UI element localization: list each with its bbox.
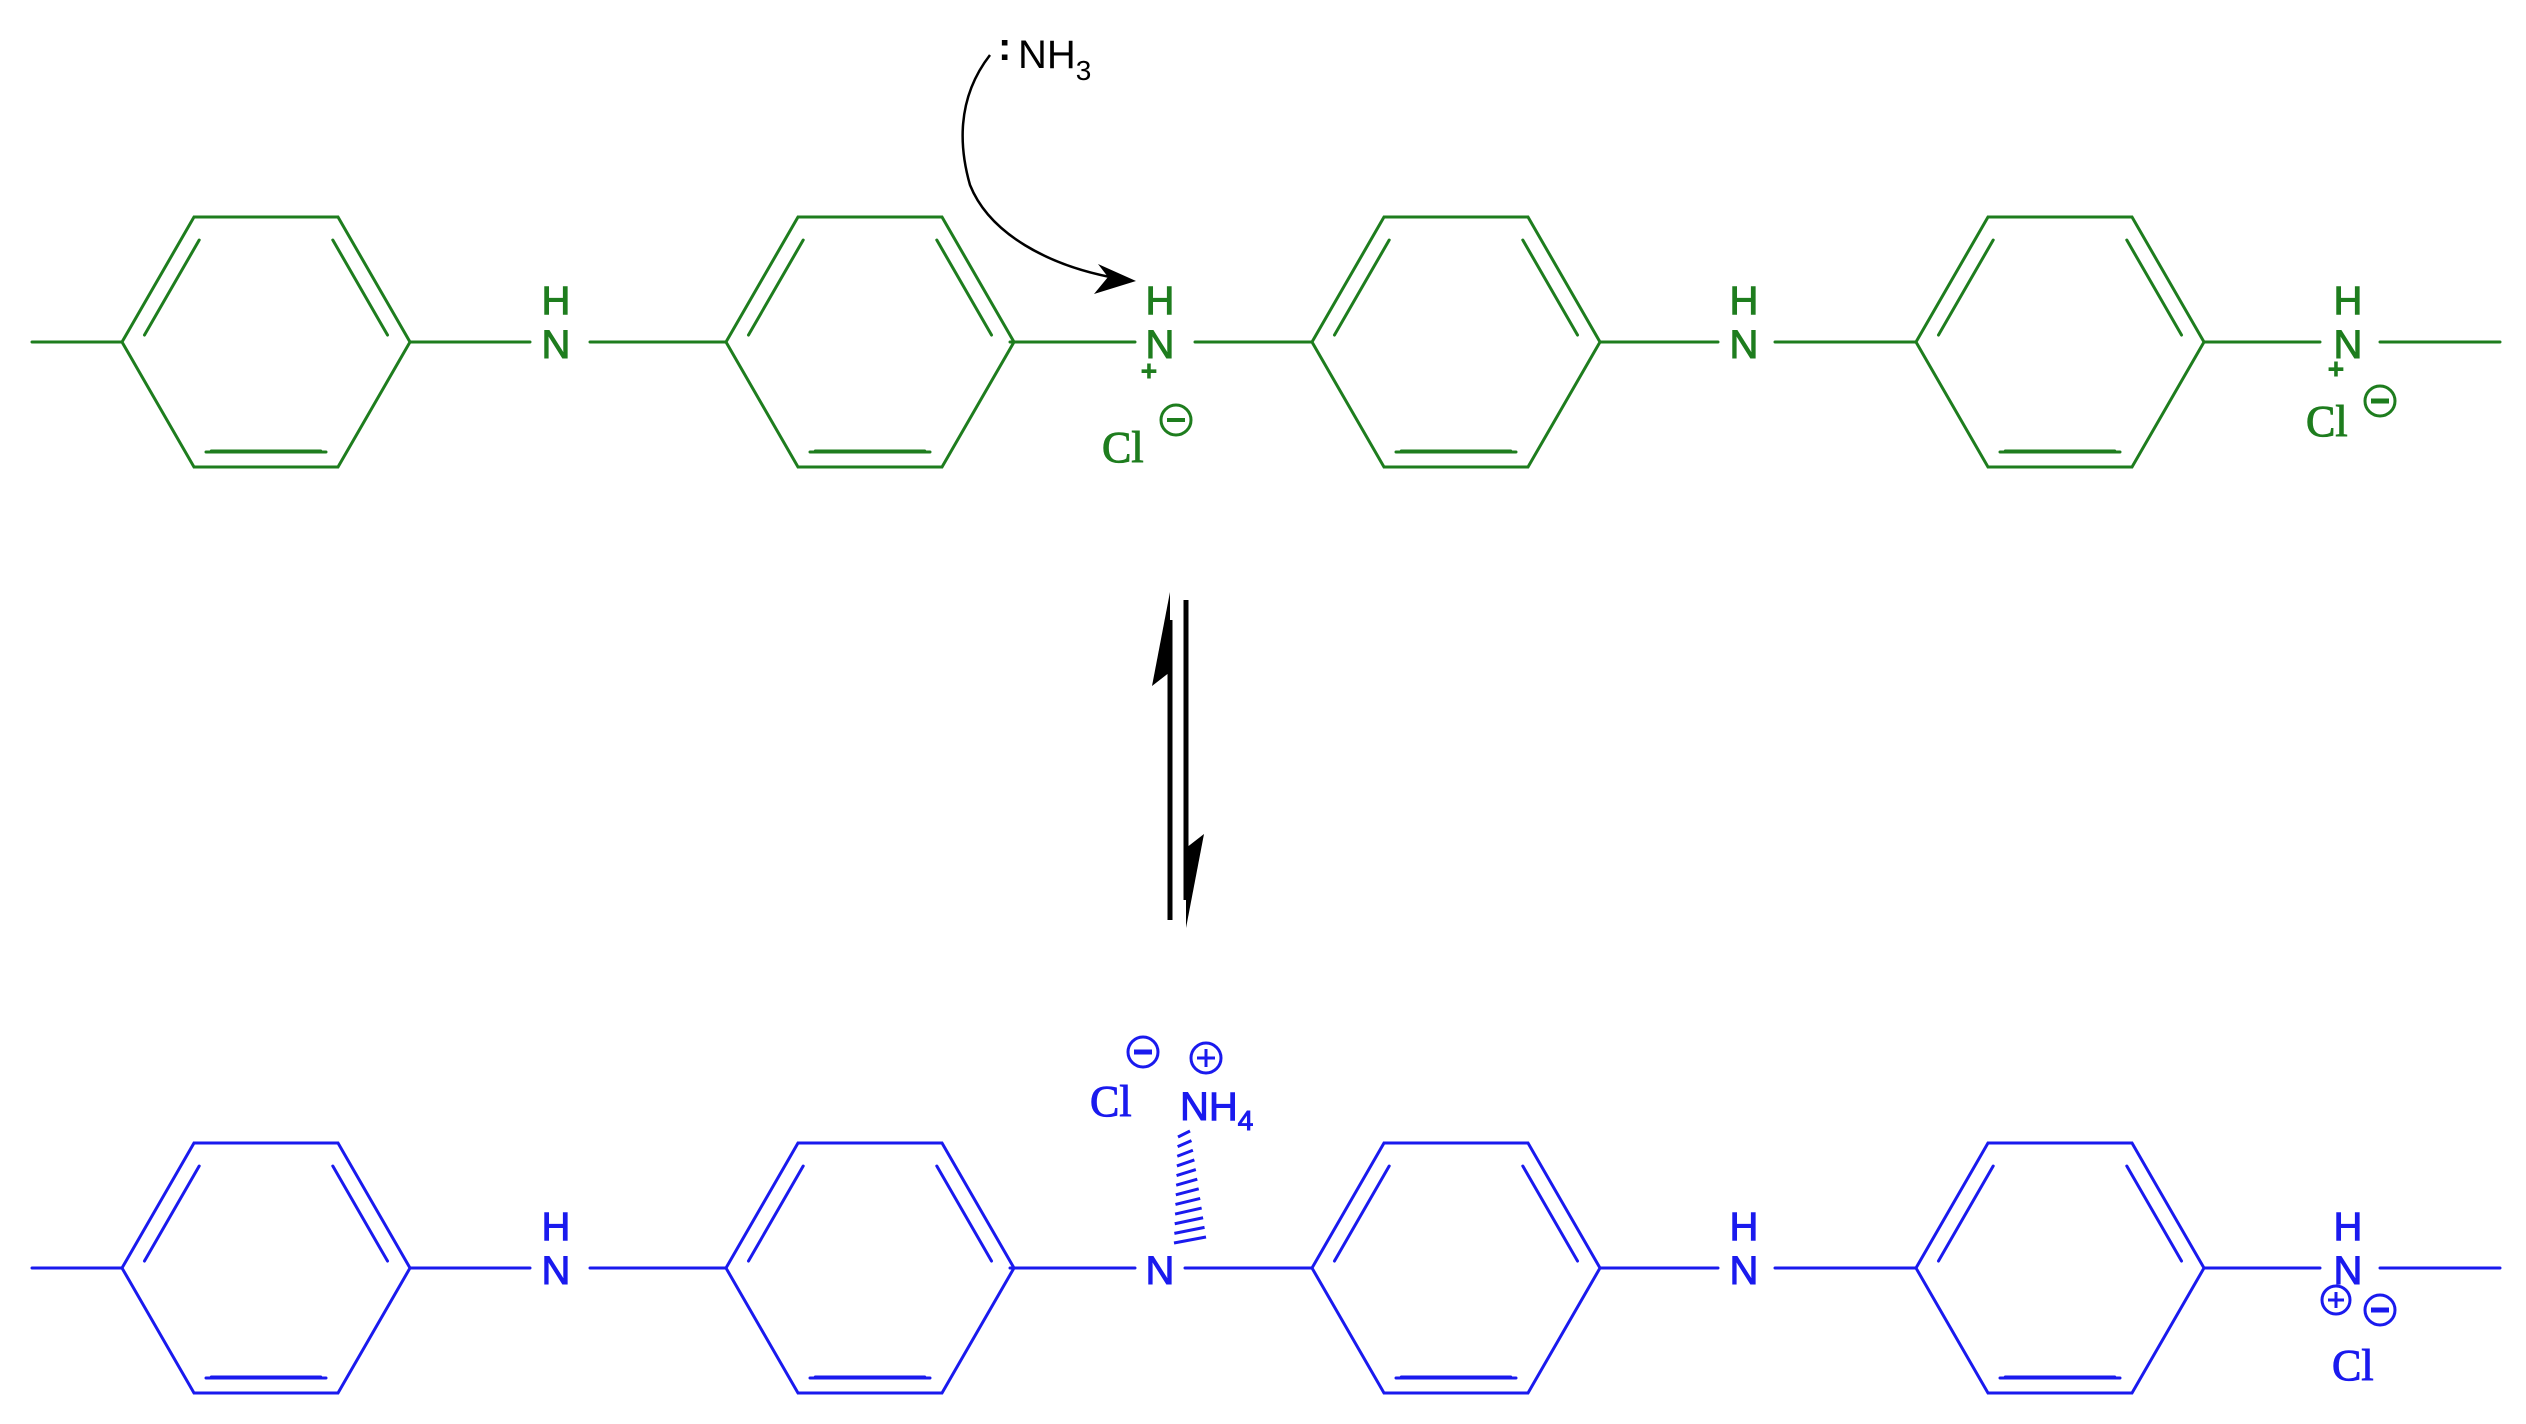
negative-charge-icon	[1159, 403, 1193, 437]
bottom-chain-labels: H N N H N H N Cl Cl NH4	[541, 1035, 2397, 1391]
curved-arrow-icon	[961, 54, 1136, 294]
benzene-ring	[120, 1141, 412, 1395]
hash-segment	[1174, 1206, 1202, 1216]
ring-outline	[120, 1141, 412, 1395]
protonated-amine-h-label: H	[2334, 1205, 2363, 1249]
ring-double-bond	[331, 238, 390, 337]
ring-outline	[1310, 215, 1602, 469]
hash-segment	[1175, 1196, 1201, 1206]
equilibrium-arrow-icon	[1152, 592, 1204, 928]
chloride-label: Cl	[2306, 397, 2348, 446]
positive-charge-icon	[2320, 1284, 2352, 1316]
protonated-amine-h-label: H	[2334, 279, 2363, 323]
benzene-ring	[120, 215, 412, 469]
ring-double-bond	[746, 238, 805, 337]
top-chain-labels: H N H N + H N H N + Cl Cl	[541, 279, 2397, 473]
amine-n-label: N	[1730, 323, 1759, 367]
lone-pair-dots: :	[998, 25, 1011, 69]
hash-segment	[1174, 1225, 1205, 1235]
hash-segment	[1176, 1158, 1195, 1168]
chloride-label: Cl	[1102, 423, 1144, 472]
hash-segment	[1176, 1148, 1194, 1158]
plus-charge-label: +	[2327, 357, 2345, 382]
protonated-amine-h-label: H	[1146, 279, 1175, 323]
positive-charge-icon	[1189, 1041, 1223, 1075]
ammonia-reagent: : NH3	[961, 25, 1136, 294]
protonated-amine-n-label: N	[1146, 323, 1175, 367]
negative-charge-icon	[1126, 1035, 1160, 1069]
hash-segment	[1173, 1235, 1207, 1245]
plus-charge-label: +	[1140, 359, 1158, 384]
ring-double-bond	[2125, 1164, 2184, 1263]
negative-charge-icon	[2363, 384, 2397, 418]
ring-double-bond	[935, 238, 994, 337]
amine-h-label: H	[542, 1205, 571, 1249]
chloride-label: Cl	[1090, 1077, 1132, 1126]
chloride-label: Cl	[2332, 1341, 2374, 1390]
hash-segment	[1177, 1129, 1191, 1139]
hash-segment	[1175, 1177, 1198, 1187]
hash-segment	[1177, 1139, 1193, 1149]
amine-n-label: N	[542, 1249, 571, 1293]
ring-double-bond	[2125, 238, 2184, 337]
ring-outline	[724, 1141, 1016, 1395]
amine-h-label: H	[542, 279, 571, 323]
ring-double-bond	[1332, 238, 1391, 337]
ring-double-bond	[1521, 238, 1580, 337]
ring-double-bond	[1521, 1164, 1580, 1263]
ring-outline	[1914, 1141, 2206, 1395]
ammonia-label: NH3	[1018, 33, 1091, 86]
benzene-ring	[724, 215, 1016, 469]
hash-segment	[1176, 1168, 1197, 1177]
amine-n-label: N	[1730, 1249, 1759, 1293]
ring-double-bond	[331, 1164, 390, 1263]
benzene-ring	[1914, 215, 2206, 469]
top-polymer-chain	[30, 215, 2502, 469]
ammonium-label: NH4	[1180, 1085, 1253, 1136]
ring-double-bond	[1332, 1164, 1391, 1263]
hash-segment	[1174, 1216, 1204, 1226]
benzene-ring	[724, 1141, 1016, 1395]
hydrogen-bond-hash	[1173, 1129, 1207, 1245]
ring-double-bond	[935, 1164, 994, 1263]
ring-outline	[1914, 215, 2206, 469]
amine-n-label: N	[1146, 1249, 1175, 1293]
ring-double-bond	[142, 1164, 201, 1263]
ring-double-bond	[746, 1164, 805, 1263]
protonated-amine-n-label: N	[2334, 323, 2363, 367]
ring-double-bond	[142, 238, 201, 337]
ring-outline	[120, 215, 412, 469]
benzene-ring	[1914, 1141, 2206, 1395]
ring-double-bond	[1936, 1164, 1995, 1263]
benzene-ring	[1310, 1141, 1602, 1395]
bottom-polymer-chain	[30, 1141, 2502, 1395]
amine-h-label: H	[1730, 1205, 1759, 1249]
amine-h-label: H	[1730, 279, 1759, 323]
amine-n-label: N	[542, 323, 571, 367]
ring-outline	[1310, 1141, 1602, 1395]
negative-charge-icon	[2363, 1293, 2397, 1327]
ring-outline	[724, 215, 1016, 469]
ring-double-bond	[1936, 238, 1995, 337]
benzene-ring	[1310, 215, 1602, 469]
hash-segment	[1175, 1187, 1200, 1197]
